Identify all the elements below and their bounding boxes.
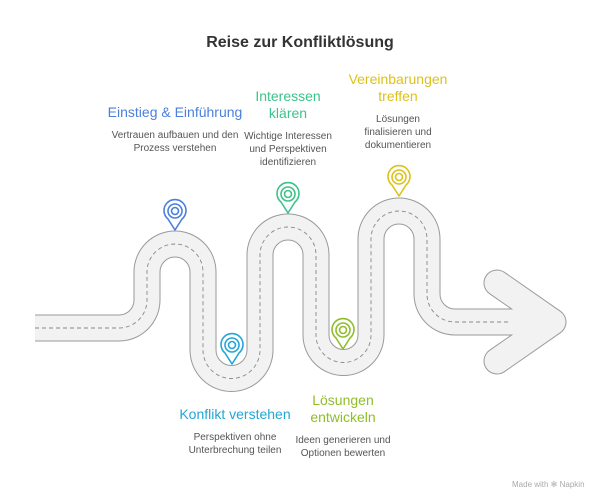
road xyxy=(35,197,567,392)
footer-credit: Made with ✻ Napkin xyxy=(512,480,585,489)
stage-desc: Perspektiven ohne Unterbrechung teilen xyxy=(188,432,282,456)
stage-desc: Wichtige Interessen und Perspektiven ide… xyxy=(244,131,332,168)
stage-title: Vereinbarungen treffen xyxy=(348,71,448,104)
stage-interessen: Interessen klären Wichtige Interessen un… xyxy=(218,88,358,169)
stage-konflikt: Konflikt verstehen Perspektiven ohne Unt… xyxy=(165,406,305,457)
location-pin-icon xyxy=(331,317,355,350)
location-pin-icon xyxy=(220,332,244,365)
stage-loesungen: Lösungen entwickeln Ideen generieren und… xyxy=(273,392,413,460)
stage-title: Interessen klären xyxy=(255,88,321,121)
stage-vereinbarungen: Vereinbarungen treffen Lösungen finalisi… xyxy=(328,71,468,152)
stage-einstieg: Einstieg & Einführung Vertrauen aufbauen… xyxy=(105,104,245,155)
stage-title: Lösungen entwickeln xyxy=(310,392,376,425)
location-pin-icon xyxy=(163,198,187,231)
stage-title: Konflikt verstehen xyxy=(179,406,291,422)
stage-desc: Ideen generieren und Optionen bewerten xyxy=(295,435,391,459)
stage-desc: Vertrauen aufbauen und den Prozess verst… xyxy=(111,130,239,154)
stage-title: Einstieg & Einführung xyxy=(107,104,243,120)
road-centerline xyxy=(35,210,510,379)
diagram-title: Reise zur Konfliktlösung xyxy=(206,34,394,51)
location-pin-icon xyxy=(276,181,300,214)
stage-desc: Lösungen finalisieren und dokumentieren xyxy=(364,114,432,151)
location-pin-icon xyxy=(387,164,411,197)
